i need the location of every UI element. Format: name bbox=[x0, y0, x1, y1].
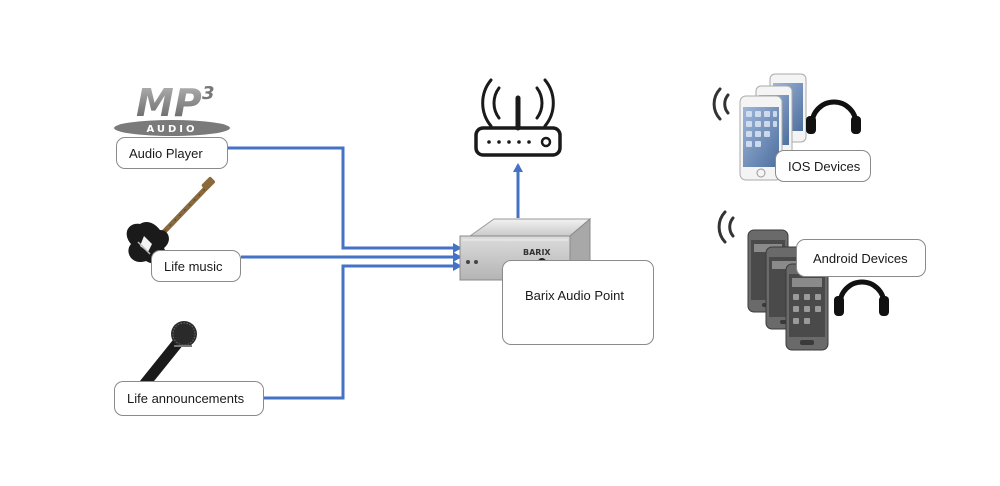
iphone-stack-icon bbox=[739, 73, 807, 181]
mp3-logo-main: MP bbox=[136, 81, 202, 125]
mp3-logo-sub: AUDIO bbox=[146, 124, 197, 135]
headphones-icon bbox=[834, 279, 889, 316]
connector-life-announcements bbox=[264, 261, 462, 400]
wifi-router-icon bbox=[474, 78, 562, 157]
life-music-label: Life music bbox=[151, 250, 241, 282]
wifi-signal-icon bbox=[712, 87, 730, 121]
audio-player-label: Audio Player bbox=[116, 137, 228, 169]
life-announcements-label: Life announcements bbox=[114, 381, 264, 416]
connector-audio-player bbox=[228, 146, 462, 253]
mp3-logo-icon: MP 3 AUDIO bbox=[114, 81, 230, 136]
barix-audio-point-label: Barix Audio Point bbox=[502, 260, 654, 345]
mp3-logo-superscript: 3 bbox=[202, 83, 215, 104]
android-devices-label: Android Devices bbox=[796, 239, 926, 277]
headphones-icon bbox=[806, 99, 861, 134]
barix-brand: BARIX bbox=[523, 248, 551, 257]
android-phone-stack-icon bbox=[747, 229, 829, 351]
ios-devices-label: IOS Devices bbox=[775, 150, 871, 182]
wifi-signal-icon bbox=[717, 210, 735, 244]
connectors bbox=[228, 146, 523, 400]
